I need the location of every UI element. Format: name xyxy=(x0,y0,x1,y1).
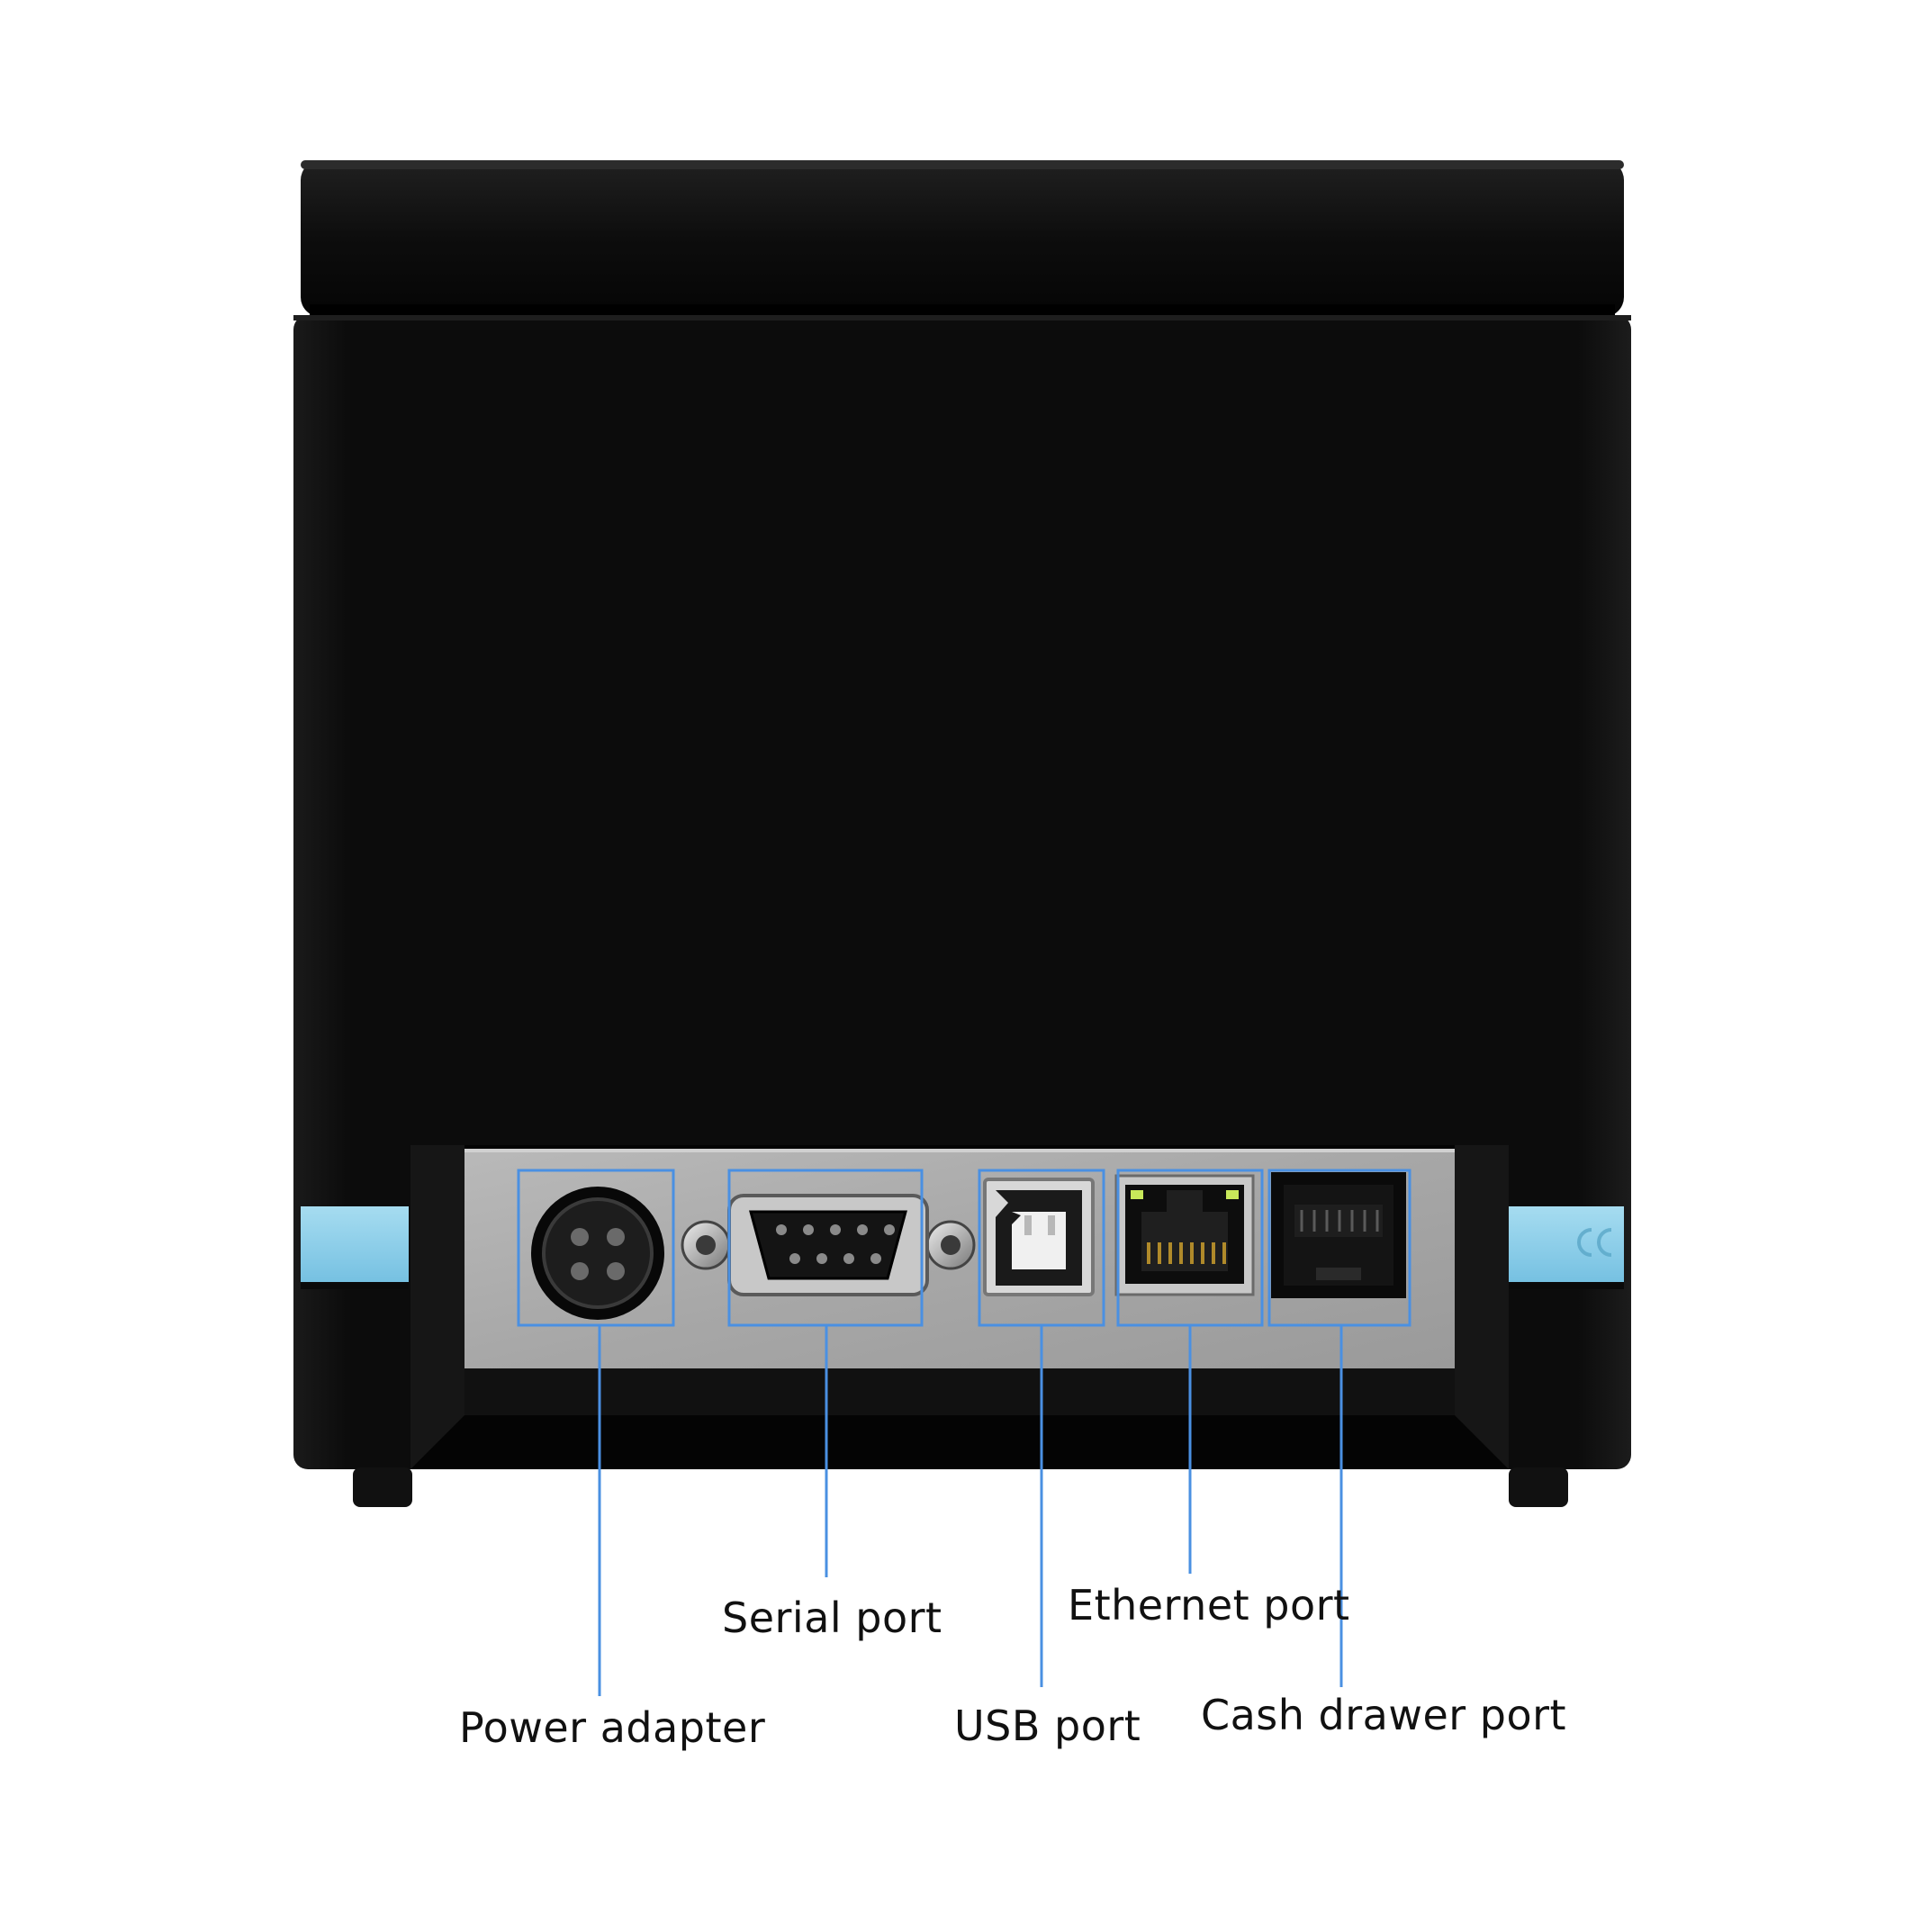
ethernet-port xyxy=(1114,1174,1255,1296)
serial-port xyxy=(681,1194,976,1296)
serial-port-label: Serial port xyxy=(722,1593,942,1642)
left-accent-stripe xyxy=(301,1206,409,1289)
power-adapter-port xyxy=(531,1187,664,1320)
cash-drawer-port-callout-box xyxy=(1267,1169,1411,1327)
cash-drawer-port-label: Cash drawer port xyxy=(1201,1691,1567,1739)
right-accent-stripe xyxy=(1509,1206,1624,1289)
power-adapter-label: Power adapter xyxy=(459,1703,766,1752)
usb-port xyxy=(983,1178,1095,1296)
cash-drawer-port xyxy=(1271,1172,1406,1298)
leader-lines xyxy=(598,1325,1343,1696)
printer-feet xyxy=(353,1467,1568,1507)
power-adapter-callout-box xyxy=(517,1169,675,1327)
usb-port-label: USB port xyxy=(954,1702,1141,1750)
ethernet-port-label: Ethernet port xyxy=(1068,1581,1350,1630)
printer-lid xyxy=(301,160,1624,317)
